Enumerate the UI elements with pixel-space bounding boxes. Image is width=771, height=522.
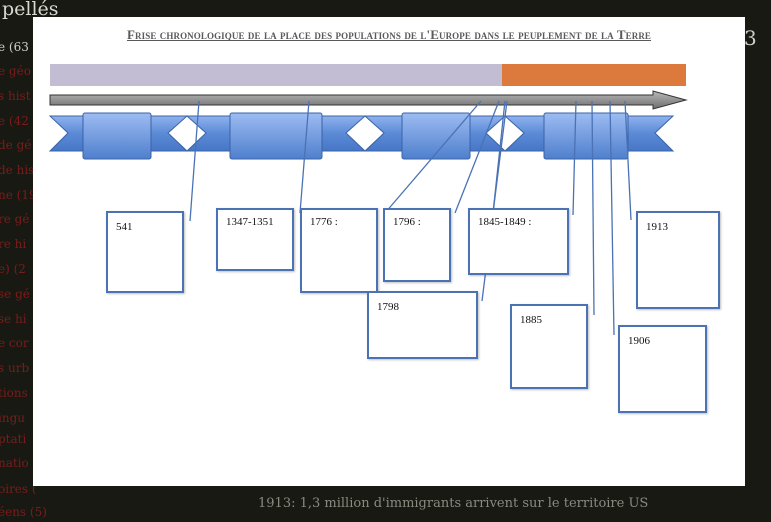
sidebar-link[interactable]: éens (5): [0, 505, 47, 519]
date-label: 1798: [377, 301, 399, 313]
ribbon-diamond: [485, 115, 525, 152]
sidebar-link[interactable]: e géo: [0, 64, 31, 78]
date-box-1906: 1906: [618, 325, 707, 413]
sidebar-link[interactable]: se hi: [0, 312, 27, 326]
sidebar-link[interactable]: ne (19: [0, 188, 37, 202]
sidebar-link[interactable]: tions: [0, 386, 28, 400]
date-label: 1845-1849 :: [478, 216, 532, 228]
ribbon-block: [229, 112, 323, 160]
date-box-1798: 1798: [367, 291, 478, 359]
connector-1845: [492, 100, 506, 214]
sidebar-link[interactable]: s urb: [0, 361, 30, 375]
date-label: 1885: [520, 314, 542, 326]
time-arrow: [49, 90, 688, 110]
sidebar-link[interactable]: re hi: [0, 237, 27, 251]
date-box-1776: 1776 :: [300, 208, 378, 293]
sidebar-link[interactable]: ptati: [0, 432, 27, 446]
date-box-1347-1351: 1347-1351: [216, 208, 294, 271]
sidebar-link[interactable]: natio: [0, 456, 29, 470]
connector-1885b: [591, 100, 595, 316]
date-label: 1796 :: [393, 216, 421, 228]
sidebar-link[interactable]: e cor: [0, 336, 29, 350]
sidebar-link[interactable]: ingu: [0, 411, 25, 425]
connector-541: [189, 100, 200, 222]
background-caption: 1913: 1,3 million d'immigrants arrivent …: [258, 496, 649, 511]
background-fragment: 3: [744, 26, 757, 50]
connector-1913: [624, 100, 632, 221]
timeline-diagram: [48, 64, 688, 336]
date-box-1885: 1885: [510, 304, 588, 389]
date-label: 1913: [646, 221, 668, 233]
date-box-541: 541: [106, 211, 184, 293]
ribbon-block: [543, 112, 629, 160]
sidebar-link[interactable]: e (63: [0, 40, 29, 54]
sidebar-link[interactable]: de his: [0, 163, 35, 177]
sidebar-link[interactable]: oires (: [0, 482, 37, 496]
connector-1885a: [572, 100, 577, 216]
sidebar-link[interactable]: se gé: [0, 287, 30, 301]
date-box-1913: 1913: [636, 211, 720, 309]
sidebar-link[interactable]: s hist: [0, 89, 31, 103]
connector-1347: [299, 100, 310, 214]
ribbon-block: [82, 112, 152, 160]
diagram-title: Frise chronologique de la place des popu…: [126, 27, 652, 42]
era-bar-orange: [502, 64, 686, 86]
sidebar-link[interactable]: e) (2: [0, 262, 26, 276]
sidebar-header: pellés: [2, 0, 59, 20]
ribbon-diamond: [167, 115, 207, 152]
connector-1796: [454, 100, 500, 214]
date-label: 541: [116, 221, 133, 233]
date-box-1796: 1796 :: [383, 208, 451, 282]
date-label: 1776 :: [310, 216, 338, 228]
connector-1776: [384, 100, 482, 214]
ribbon-block: [401, 112, 471, 160]
background-sidebar: pellés e (63 e géo s hist e (42 de gé de…: [0, 0, 59, 522]
date-box-1845-1849: 1845-1849 :: [468, 208, 569, 275]
date-label: 1906: [628, 335, 650, 347]
sidebar-link[interactable]: de gé: [0, 138, 32, 152]
image-lightbox[interactable]: Frise chronologique de la place des popu…: [33, 17, 745, 486]
sidebar-link[interactable]: e (42: [0, 114, 29, 128]
sidebar-link[interactable]: re gé: [0, 212, 30, 226]
date-label: 1347-1351: [226, 216, 274, 228]
era-bar-gray: [50, 64, 502, 86]
connector-1906: [609, 100, 615, 336]
ribbon-diamond: [345, 115, 385, 152]
